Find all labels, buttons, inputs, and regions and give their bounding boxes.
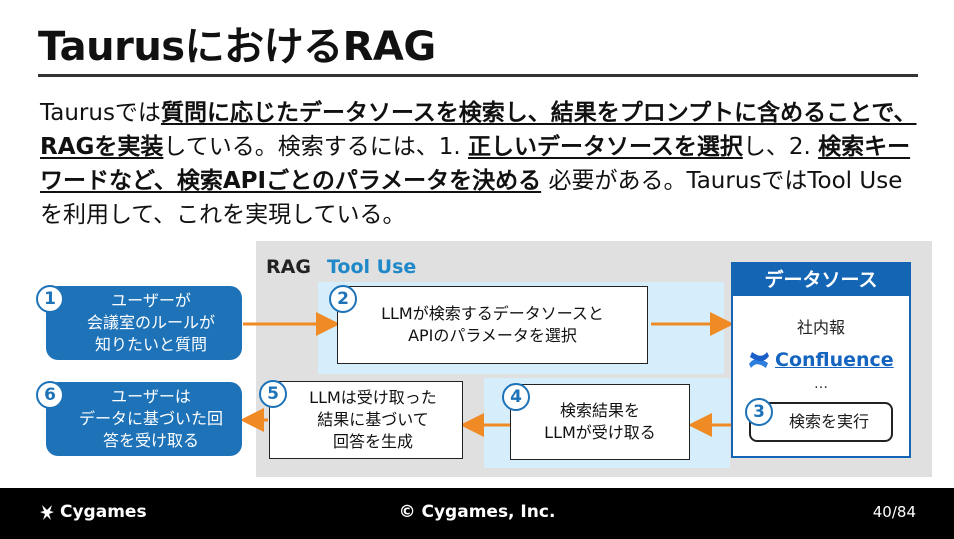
- body-segment: している。検索するには、1.: [163, 134, 468, 160]
- body-emphasis: 検索キーワードなど、検索APIごとのパラメータを決める: [40, 134, 911, 194]
- rag-label: RAG: [266, 256, 311, 278]
- body-emphasis: 質問に応じたデータソースを検索し、結果をプロンプトに含めることで、RAGを実装: [40, 100, 917, 160]
- body-segment: 必要がある。TaurusではTool Useを利用して、これを実現している。: [40, 168, 903, 228]
- step-1-text: ユーザーが 会議室のルールが 知りたいと質問: [86, 291, 215, 354]
- page-current: 40: [872, 503, 892, 521]
- step-3-badge: 3: [745, 398, 773, 426]
- slide-title: TaurusにおけるRAG: [38, 24, 436, 70]
- step-5-text: LLMは受け取った 結果に基づいて 回答を生成: [309, 388, 437, 451]
- body-segment: し、2.: [742, 134, 819, 160]
- step-5-badge: 5: [259, 380, 287, 408]
- confluence-logo-icon: [749, 352, 769, 368]
- step-6-user-receives: ユーザーは データに基づいた回 答を受け取る: [46, 382, 242, 456]
- body-emphasis: 正しいデータソースを選択: [467, 134, 743, 160]
- page-number: 40/84: [873, 503, 916, 521]
- data-source-header: データソース: [733, 264, 909, 296]
- step-6-text: ユーザーは データに基づいた回 答を受け取る: [78, 387, 223, 450]
- title-divider: [38, 74, 918, 77]
- tool-use-label: Tool Use: [327, 256, 417, 278]
- step-5-generate-answer: LLMは受け取った 結果に基づいて 回答を生成: [269, 381, 463, 459]
- cygames-mark-icon: [40, 505, 54, 520]
- step-3-text: 検索を実行: [788, 412, 869, 431]
- footer-logo-text: Cygames: [60, 502, 147, 522]
- data-source-item-confluence: Confluence: [747, 348, 894, 372]
- step-1-user-question: ユーザーが 会議室のルールが 知りたいと質問: [46, 286, 242, 360]
- cygames-logo: Cygames: [38, 502, 147, 522]
- step-6-badge: 6: [36, 381, 64, 409]
- data-source-item-newsletter: 社内報: [796, 318, 845, 337]
- step-2-badge: 2: [329, 285, 357, 313]
- step-3-execute-search: 検索を実行: [749, 402, 893, 442]
- slide-footer: Cygames © Cygames, Inc. 40/84: [0, 488, 954, 539]
- step-2-text: LLMが検索するデータソースと APIのパラメータを選択: [381, 304, 604, 345]
- step-4-badge: 4: [502, 383, 530, 411]
- data-source-panel: データソース 社内報 Confluence … 検索を実行: [731, 262, 911, 458]
- slide-body-text: Taurusでは質問に応じたデータソースを検索し、結果をプロンプトに含めることで…: [40, 96, 920, 232]
- confluence-label: Confluence: [775, 349, 894, 371]
- footer-copyright: © Cygames, Inc.: [398, 502, 556, 522]
- data-source-more: …: [814, 376, 828, 392]
- body-segment: Taurusでは: [40, 100, 161, 126]
- step-1-badge: 1: [36, 285, 64, 313]
- step-4-receive-results: 検索結果を LLMが受け取る: [510, 384, 690, 460]
- step-2-select-source: LLMが検索するデータソースと APIのパラメータを選択: [337, 286, 648, 364]
- step-4-text: 検索結果を LLMが受け取る: [544, 401, 656, 442]
- page-total: /84: [891, 503, 916, 521]
